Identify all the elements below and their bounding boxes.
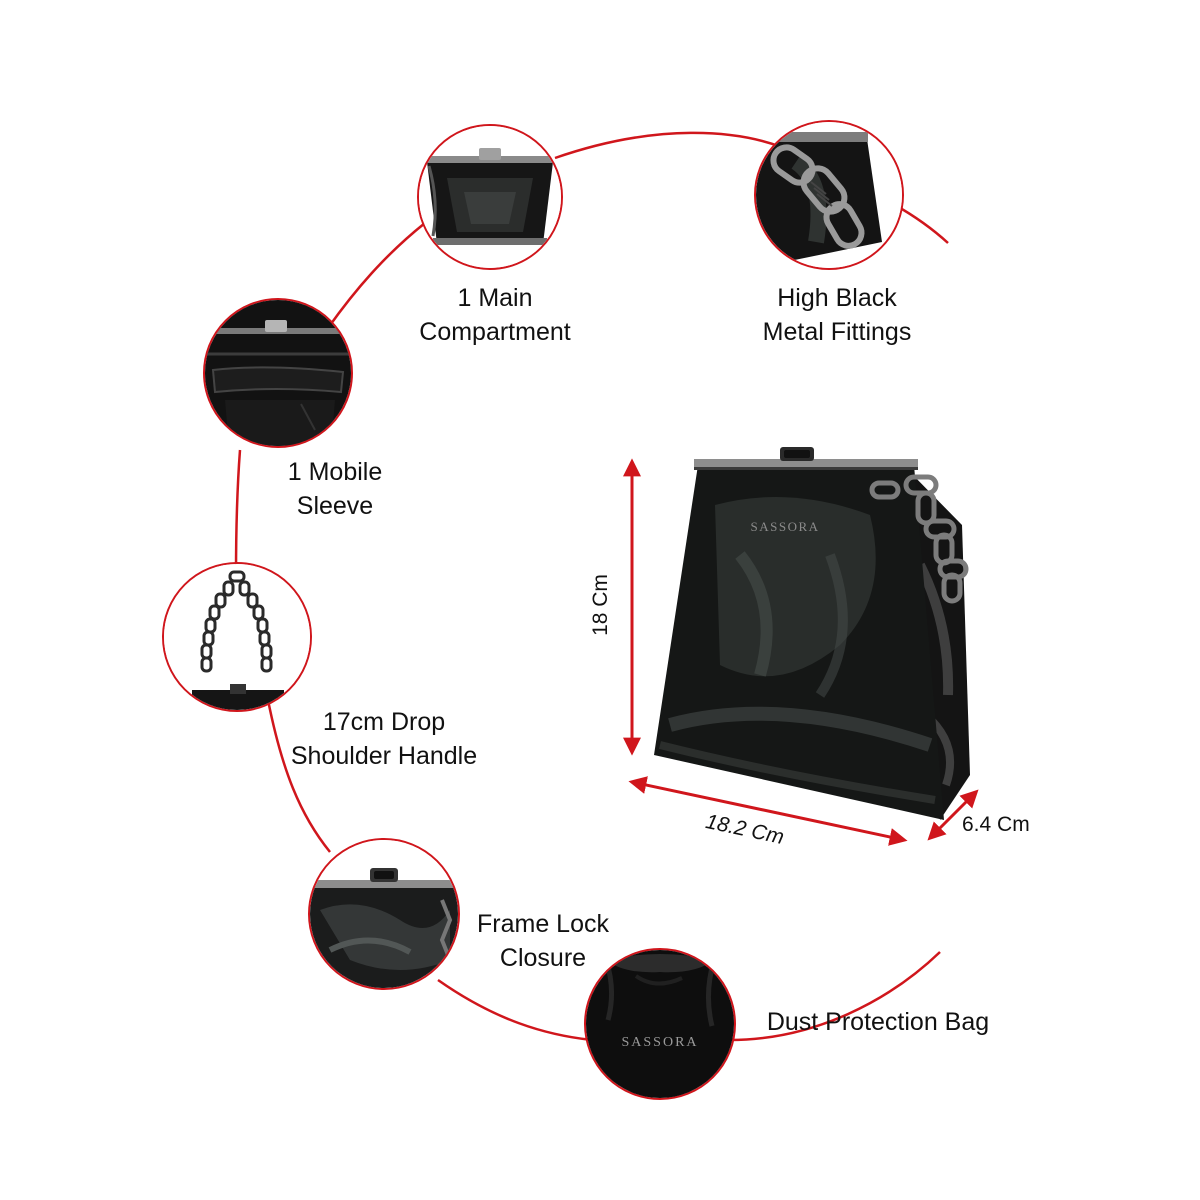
- product-photo: SASSORA: [654, 447, 970, 820]
- dust-bag-brand-text: SASSORA: [621, 1035, 698, 1050]
- feature-circle-metal-fittings: [754, 120, 904, 270]
- shoulder-handle-photo: [164, 564, 310, 710]
- feature-circle-mobile-sleeve: [203, 298, 353, 448]
- mobile-sleeve-photo: [205, 300, 351, 446]
- height-dimension-label: 18 Cm: [588, 574, 612, 636]
- depth-dimension-label: 6.4 Cm: [962, 813, 1030, 836]
- compartment-photo: [419, 126, 561, 268]
- feature-circle-main-compartment: [417, 124, 563, 270]
- metal-fittings-photo: [756, 122, 902, 268]
- product-brand-mark: SASSORA: [750, 519, 819, 534]
- feature-circle-frame-lock: [308, 838, 460, 990]
- frame-lock-photo: [310, 840, 458, 988]
- feature-label-dust-bag: Dust Protection Bag: [766, 1008, 990, 1036]
- feature-circle-shoulder-handle: [162, 562, 312, 712]
